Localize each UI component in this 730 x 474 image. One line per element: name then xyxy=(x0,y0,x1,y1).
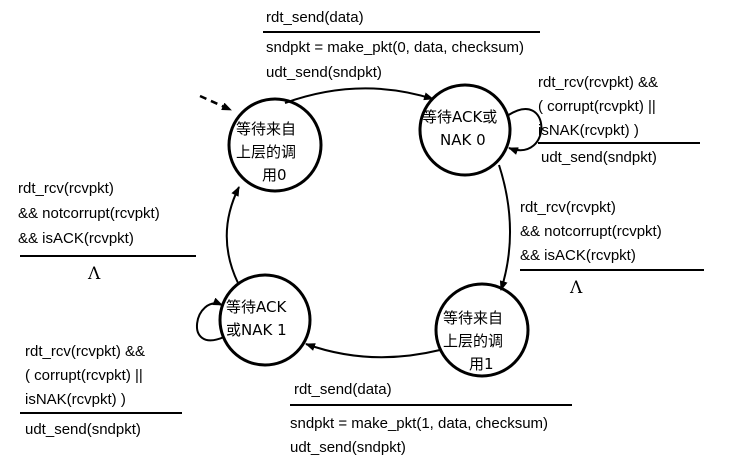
svg-text:rdt_send(data): rdt_send(data) xyxy=(266,9,364,26)
state-wait-ack-0-line-2: NAK 0 xyxy=(440,131,486,149)
svg-text:( corrupt(rcvpkt) ||: ( corrupt(rcvpkt) || xyxy=(538,98,656,115)
state-wait-call-1-line-3: 用1 xyxy=(469,355,494,373)
resend-1-event-3: isNAK(rcvpkt) ) xyxy=(25,391,126,408)
arrow-wait-ack-1-to-wait-call-0 xyxy=(225,186,240,284)
state-wait-ack-0: 等待ACK或 NAK 0 xyxy=(418,83,512,177)
send-0-event: rdt_send(data) xyxy=(266,9,364,26)
svg-text:用1: 用1 xyxy=(469,355,494,373)
svg-text:等待ACK: 等待ACK xyxy=(226,298,287,316)
svg-text:Λ: Λ xyxy=(569,278,583,298)
ack-0-action-lambda: Λ xyxy=(569,278,583,298)
svg-text:等待ACK或: 等待ACK或 xyxy=(422,108,497,126)
state-wait-call-0-line-3: 用0 xyxy=(262,166,287,184)
svg-text:&& notcorrupt(rcvpkt): && notcorrupt(rcvpkt) xyxy=(18,205,160,222)
svg-text:isNAK(rcvpkt) ): isNAK(rcvpkt) ) xyxy=(25,391,126,408)
resend-0-event-2: ( corrupt(rcvpkt) || xyxy=(538,98,656,115)
transition-resend-0-label: rdt_rcv(rcvpkt) && ( corrupt(rcvpkt) || … xyxy=(538,74,700,166)
state-wait-ack-1-line-1: 等待ACK xyxy=(226,298,287,316)
resend-0-event-3: isNAK(rcvpkt) ) xyxy=(538,122,639,139)
arrow-wait-call-0-to-wait-ack-0 xyxy=(284,87,434,104)
svg-text:或NAK 1: 或NAK 1 xyxy=(226,321,287,339)
svg-text:用0: 用0 xyxy=(262,166,287,184)
send-1-action-1: sndpkt = make_pkt(1, data, checksum) xyxy=(290,415,548,432)
state-wait-call-1-line-2: 上层的调 xyxy=(443,332,503,350)
resend-1-event-2: ( corrupt(rcvpkt) || xyxy=(25,367,143,384)
svg-text:NAK 0: NAK 0 xyxy=(440,131,486,149)
transition-send-1-label: rdt_send(data) sndpkt = make_pkt(1, data… xyxy=(290,381,572,456)
state-wait-ack-1-line-2: 或NAK 1 xyxy=(226,321,287,339)
ack-0-event-3: && isACK(rcvpkt) xyxy=(520,247,636,264)
svg-text:sndpkt = make_pkt(0, data, che: sndpkt = make_pkt(0, data, checksum) xyxy=(266,39,524,56)
transition-resend-1-label: rdt_rcv(rcvpkt) && ( corrupt(rcvpkt) || … xyxy=(20,343,182,438)
svg-text:rdt_rcv(rcvpkt) &&: rdt_rcv(rcvpkt) && xyxy=(538,74,658,91)
svg-text:rdt_send(data): rdt_send(data) xyxy=(294,381,392,398)
send-1-event: rdt_send(data) xyxy=(294,381,392,398)
svg-text:rdt_rcv(rcvpkt) &&: rdt_rcv(rcvpkt) && xyxy=(25,343,145,360)
ack-1-event-3: && isACK(rcvpkt) xyxy=(18,230,134,247)
state-wait-ack-0-line-1: 等待ACK或 xyxy=(422,108,497,126)
svg-text:sndpkt = make_pkt(1, data, che: sndpkt = make_pkt(1, data, checksum) xyxy=(290,415,548,432)
self-loop-wait-ack-1 xyxy=(196,297,225,342)
initial-state-arrow xyxy=(199,94,232,112)
resend-0-event-1: rdt_rcv(rcvpkt) && xyxy=(538,74,658,91)
svg-text:上层的调: 上层的调 xyxy=(236,143,296,161)
state-wait-call-0: 等待来自 上层的调 用0 xyxy=(227,97,323,193)
state-wait-call-0-line-2: 上层的调 xyxy=(236,143,296,161)
self-loop-wait-ack-0 xyxy=(506,108,543,155)
state-wait-call-1-line-1: 等待来自 xyxy=(443,309,503,327)
state-wait-call-0-line-1: 等待来自 xyxy=(236,120,296,138)
svg-text:isNAK(rcvpkt) ): isNAK(rcvpkt) ) xyxy=(538,122,639,139)
svg-text:( corrupt(rcvpkt) ||: ( corrupt(rcvpkt) || xyxy=(25,367,143,384)
svg-text:&& notcorrupt(rcvpkt): && notcorrupt(rcvpkt) xyxy=(520,223,662,240)
ack-1-action-lambda: Λ xyxy=(87,264,101,284)
svg-text:等待来自: 等待来自 xyxy=(443,309,503,327)
svg-text:上层的调: 上层的调 xyxy=(443,332,503,350)
ack-1-event-1: rdt_rcv(rcvpkt) xyxy=(18,180,114,197)
svg-text:udt_send(sndpkt): udt_send(sndpkt) xyxy=(541,149,657,166)
state-wait-call-1: 等待来自 上层的调 用1 xyxy=(434,282,530,378)
transition-send-0-label: rdt_send(data) sndpkt = make_pkt(0, data… xyxy=(263,9,540,81)
resend-1-event-1: rdt_rcv(rcvpkt) && xyxy=(25,343,145,360)
svg-text:rdt_rcv(rcvpkt): rdt_rcv(rcvpkt) xyxy=(520,199,616,216)
svg-text:&& isACK(rcvpkt): && isACK(rcvpkt) xyxy=(520,247,636,264)
arrow-wait-ack-0-to-wait-call-1 xyxy=(498,164,511,291)
send-0-action-1: sndpkt = make_pkt(0, data, checksum) xyxy=(266,39,524,56)
svg-text:&& isACK(rcvpkt): && isACK(rcvpkt) xyxy=(18,230,134,247)
svg-text:udt_send(sndpkt): udt_send(sndpkt) xyxy=(25,421,141,438)
svg-text:Λ: Λ xyxy=(87,264,101,284)
send-1-action-2: udt_send(sndpkt) xyxy=(290,439,406,456)
resend-0-action: udt_send(sndpkt) xyxy=(541,149,657,166)
transition-ack-1-label: rdt_rcv(rcvpkt) && notcorrupt(rcvpkt) &&… xyxy=(18,180,196,284)
send-0-action-2: udt_send(sndpkt) xyxy=(266,64,382,81)
state-wait-ack-1: 等待ACK 或NAK 1 xyxy=(218,273,312,367)
svg-text:等待来自: 等待来自 xyxy=(236,120,296,138)
svg-text:rdt_rcv(rcvpkt): rdt_rcv(rcvpkt) xyxy=(18,180,114,197)
ack-0-event-1: rdt_rcv(rcvpkt) xyxy=(520,199,616,216)
ack-0-event-2: && notcorrupt(rcvpkt) xyxy=(520,223,662,240)
svg-text:udt_send(sndpkt): udt_send(sndpkt) xyxy=(266,64,382,81)
transition-ack-0-label: rdt_rcv(rcvpkt) && notcorrupt(rcvpkt) &&… xyxy=(520,199,704,298)
arrow-wait-call-1-to-wait-ack-1 xyxy=(305,343,441,359)
resend-1-action: udt_send(sndpkt) xyxy=(25,421,141,438)
svg-text:udt_send(sndpkt): udt_send(sndpkt) xyxy=(290,439,406,456)
ack-1-event-2: && notcorrupt(rcvpkt) xyxy=(18,205,160,222)
